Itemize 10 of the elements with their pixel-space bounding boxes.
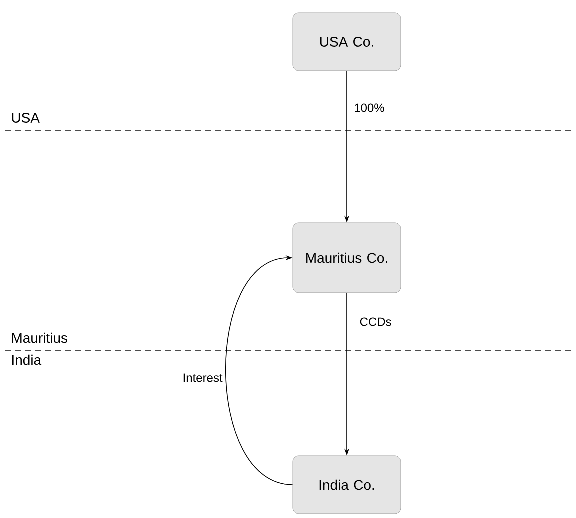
- region-label: Mauritius: [12, 332, 68, 344]
- region-label: USA: [12, 113, 40, 123]
- edge-label: Interest: [184, 374, 223, 382]
- arrow: [225, 255, 294, 486]
- process-box: Mauritius Co.: [292, 222, 402, 294]
- process-box: USA Co.: [292, 12, 402, 72]
- edge-label: CCDs: [360, 318, 392, 326]
- edge-label: 100%: [355, 104, 384, 112]
- region-label: India: [12, 354, 42, 366]
- process-box: India Co.: [292, 456, 402, 514]
